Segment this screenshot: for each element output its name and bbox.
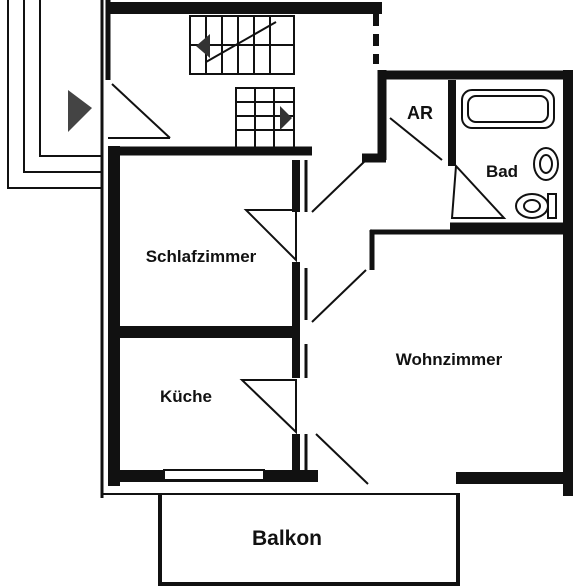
stair-hall-walls bbox=[100, 0, 382, 498]
staircase bbox=[189, 15, 295, 149]
entrance-outline bbox=[7, 0, 102, 189]
room-label-kueche: Küche bbox=[160, 387, 212, 406]
toilet bbox=[515, 193, 549, 219]
apartment-walls bbox=[102, 70, 573, 496]
room-label-balkon: Balkon bbox=[252, 527, 322, 550]
room-label-bad: Bad bbox=[486, 162, 518, 181]
entrance-arrow-icon bbox=[68, 90, 92, 132]
washbasin bbox=[533, 147, 559, 181]
stair-arrow-right-icon bbox=[280, 106, 292, 130]
room-label-wohnzimmer: Wohnzimmer bbox=[396, 350, 503, 369]
door-swings bbox=[239, 117, 507, 485]
room-label-ar: AR bbox=[407, 103, 433, 123]
bathroom-fixtures bbox=[461, 89, 559, 219]
room-label-schlafzimmer: Schlafzimmer bbox=[146, 247, 257, 266]
bathtub bbox=[461, 89, 555, 129]
stair-arrow-left-icon bbox=[196, 34, 210, 58]
balcony-outline bbox=[158, 494, 460, 586]
